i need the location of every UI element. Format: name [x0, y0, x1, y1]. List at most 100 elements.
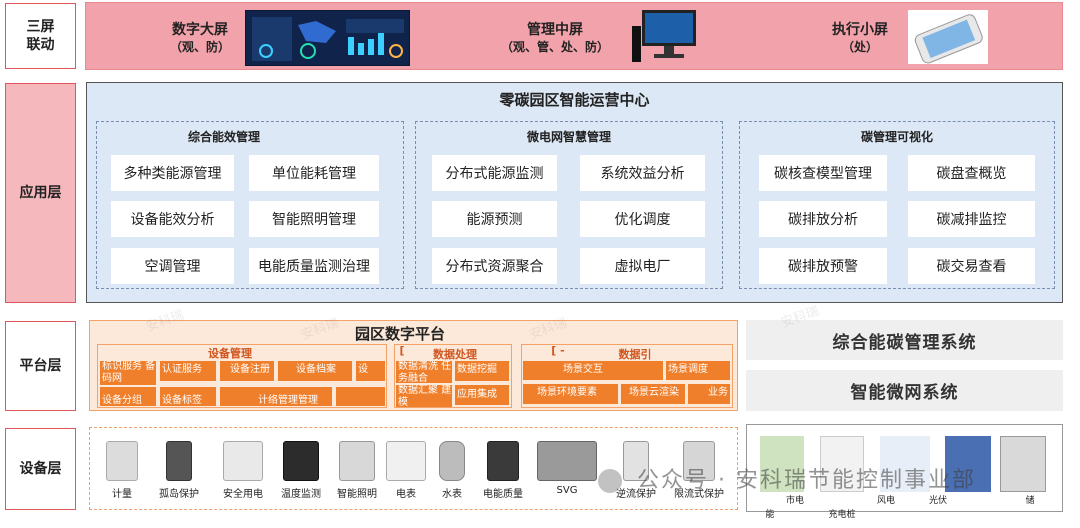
app-card-carbon-alert[interactable]: 碳排放预警: [759, 248, 887, 284]
screen-management-title: 管理中屏 （观、管、处、防）: [495, 22, 615, 56]
device-smart-lighting-label: 智能照明: [337, 489, 377, 500]
app-card-virtual-plant[interactable]: 虚拟电厂: [580, 248, 705, 284]
data-engine-bracket: [ -: [551, 344, 565, 357]
device-power-quality: 电能质量: [476, 441, 530, 500]
energy-label-energy: 能: [765, 510, 775, 520]
water-meter-icon: [439, 441, 465, 481]
app-card-aircon[interactable]: 空调管理: [111, 248, 234, 284]
app-card-carbon-trading[interactable]: 碳交易查看: [908, 248, 1035, 284]
device-water-meter-label: 水表: [442, 489, 462, 500]
screen-exec-name: 执行小屏: [832, 22, 888, 38]
data-proc-bracket: [: [399, 344, 405, 357]
group-carbon-title: 碳管理可视化: [860, 130, 933, 144]
app-card-carbon-overview[interactable]: 碳盘查概览: [908, 155, 1035, 191]
plat-item-scene-environment[interactable]: 场景环境要素: [523, 384, 618, 404]
device-temperature: 温度监测: [276, 441, 326, 500]
device-island-protection: 孤岛保护: [154, 441, 204, 500]
plat-item-scene-render[interactable]: 场景云渲染: [621, 384, 685, 404]
screen-digital-name: 数字大屏: [172, 22, 228, 38]
layer-label-screens: 三屏 联动: [5, 3, 76, 69]
energy-label-wind: 风电: [876, 496, 895, 506]
app-card-benefit-analysis[interactable]: 系统效益分析: [580, 155, 705, 191]
app-card-smart-lighting[interactable]: 智能照明管理: [249, 201, 379, 237]
device-current-limit-label: 限流式保护: [674, 489, 724, 500]
plat-item-network[interactable]: 计络管理管理: [220, 387, 332, 406]
platform-title: 园区数字平台: [354, 325, 445, 343]
plat-item-tags[interactable]: 设备标签: [160, 387, 216, 406]
plat-item-business[interactable]: 业务: [688, 384, 730, 404]
device-svg-label: SVG: [556, 485, 578, 496]
wechat-logo-icon: [598, 469, 622, 493]
device-reverse-flow: 逆流保护: [608, 441, 664, 500]
device-meter-label: 计量: [112, 489, 132, 500]
plat-item-data-aggregation[interactable]: 数据汇聚 建模: [396, 385, 452, 407]
app-card-resource-aggregation[interactable]: 分布式资源聚合: [432, 248, 557, 284]
group-carbon: [739, 121, 1055, 289]
solar-panel-icon: [945, 436, 991, 492]
device-safe-power-label: 安全用电: [223, 489, 263, 500]
group-energy-efficiency-title: 综合能效管理: [187, 130, 260, 144]
system-microgrid[interactable]: 智能微网系统: [746, 370, 1063, 411]
app-card-distributed-monitoring[interactable]: 分布式能源监测: [432, 155, 557, 191]
energy-label-charging: 充电桩: [828, 510, 856, 520]
platform-device-mgmt-title: 设备管理: [208, 347, 252, 360]
app-card-unit-consumption[interactable]: 单位能耗管理: [249, 155, 379, 191]
layer-label-device: 设备层: [5, 428, 76, 510]
watermark-main-text: 公众号 · 安科瑞节能控制事业部: [637, 468, 976, 493]
device-svg: SVG: [536, 441, 598, 496]
app-card-energy-forecast[interactable]: 能源预测: [432, 201, 557, 237]
safety-monitor-icon: [223, 441, 263, 481]
device-power-quality-label: 电能质量: [483, 489, 523, 500]
group-energy-efficiency: [96, 121, 404, 289]
plat-item-grouping[interactable]: 设备分组: [100, 387, 156, 406]
device-water-meter: 水表: [432, 441, 472, 500]
app-card-power-quality[interactable]: 电能质量监测治理: [249, 248, 379, 284]
plat-item-device-more[interactable]: 设: [356, 361, 385, 381]
plat-item-id-service[interactable]: 标识服务 备码网: [100, 361, 156, 385]
smartphone-icon: [908, 10, 988, 64]
plat-item-scene-interaction[interactable]: 场景交互: [523, 361, 663, 380]
plat-item-app-integration[interactable]: 应用集成: [455, 385, 509, 405]
plat-item-data-cleaning[interactable]: 数据清洗 任务融合: [396, 361, 452, 383]
app-card-multi-energy[interactable]: 多种类能源管理: [111, 155, 234, 191]
application-panel: [86, 82, 1063, 303]
plat-item-auth[interactable]: 认证服务: [160, 361, 216, 381]
device-smart-lighting: 智能照明: [332, 441, 382, 500]
protection-relay-icon: [166, 441, 192, 481]
screen-exec-sub: （处）: [841, 40, 878, 54]
plat-item-archive[interactable]: 设备档案: [278, 361, 352, 381]
app-card-carbon-analysis[interactable]: 碳排放分析: [759, 201, 887, 237]
app-card-optimal-dispatch[interactable]: 优化调度: [580, 201, 705, 237]
app-card-carbon-reduction[interactable]: 碳减排监控: [908, 201, 1035, 237]
plat-item-register[interactable]: 设备注册: [220, 361, 274, 381]
platform-data-engine: [521, 344, 733, 408]
device-safe-power: 安全用电: [218, 441, 268, 500]
layer-label-screens-line2: 联动: [26, 37, 55, 53]
app-card-device-efficiency[interactable]: 设备能效分析: [111, 201, 234, 237]
power-quality-analyzer-icon: [487, 441, 519, 481]
platform-data-engine-title: 数据引: [618, 348, 652, 361]
system-carbon-management[interactable]: 综合能碳管理系统: [746, 320, 1063, 360]
current-limit-protector-icon: [683, 441, 715, 481]
grid-tower-icon: [760, 436, 804, 492]
application-title: 零碳园区智能运营中心: [499, 91, 650, 109]
energy-label-solar: 光伏: [928, 496, 947, 506]
temperature-sensor-icon: [283, 441, 319, 481]
app-card-carbon-model[interactable]: 碳核查模型管理: [759, 155, 887, 191]
layer-label-platform-text: 平台层: [19, 358, 62, 374]
screen-management-name: 管理中屏: [527, 22, 583, 38]
device-electric-meter: 电表: [382, 441, 430, 500]
plat-item-data-mining[interactable]: 数据挖掘: [455, 361, 509, 381]
meter-icon: [106, 441, 138, 481]
plat-item-scene-dispatch[interactable]: 场景调度: [666, 361, 730, 380]
device-current-limit: 限流式保护: [668, 441, 730, 500]
layer-label-device-text: 设备层: [19, 461, 62, 477]
platform-data-proc-title: 数据处理: [433, 348, 477, 361]
storage-cabinet-icon: [1000, 436, 1046, 492]
device-meter: 计量: [100, 441, 144, 500]
device-island-protection-label: 孤岛保护: [159, 489, 199, 500]
reverse-flow-protector-icon: [623, 441, 649, 481]
group-microgrid: [415, 121, 723, 289]
screen-digital-sub: （观、防）: [169, 40, 230, 54]
charging-pile-icon: [820, 436, 864, 492]
